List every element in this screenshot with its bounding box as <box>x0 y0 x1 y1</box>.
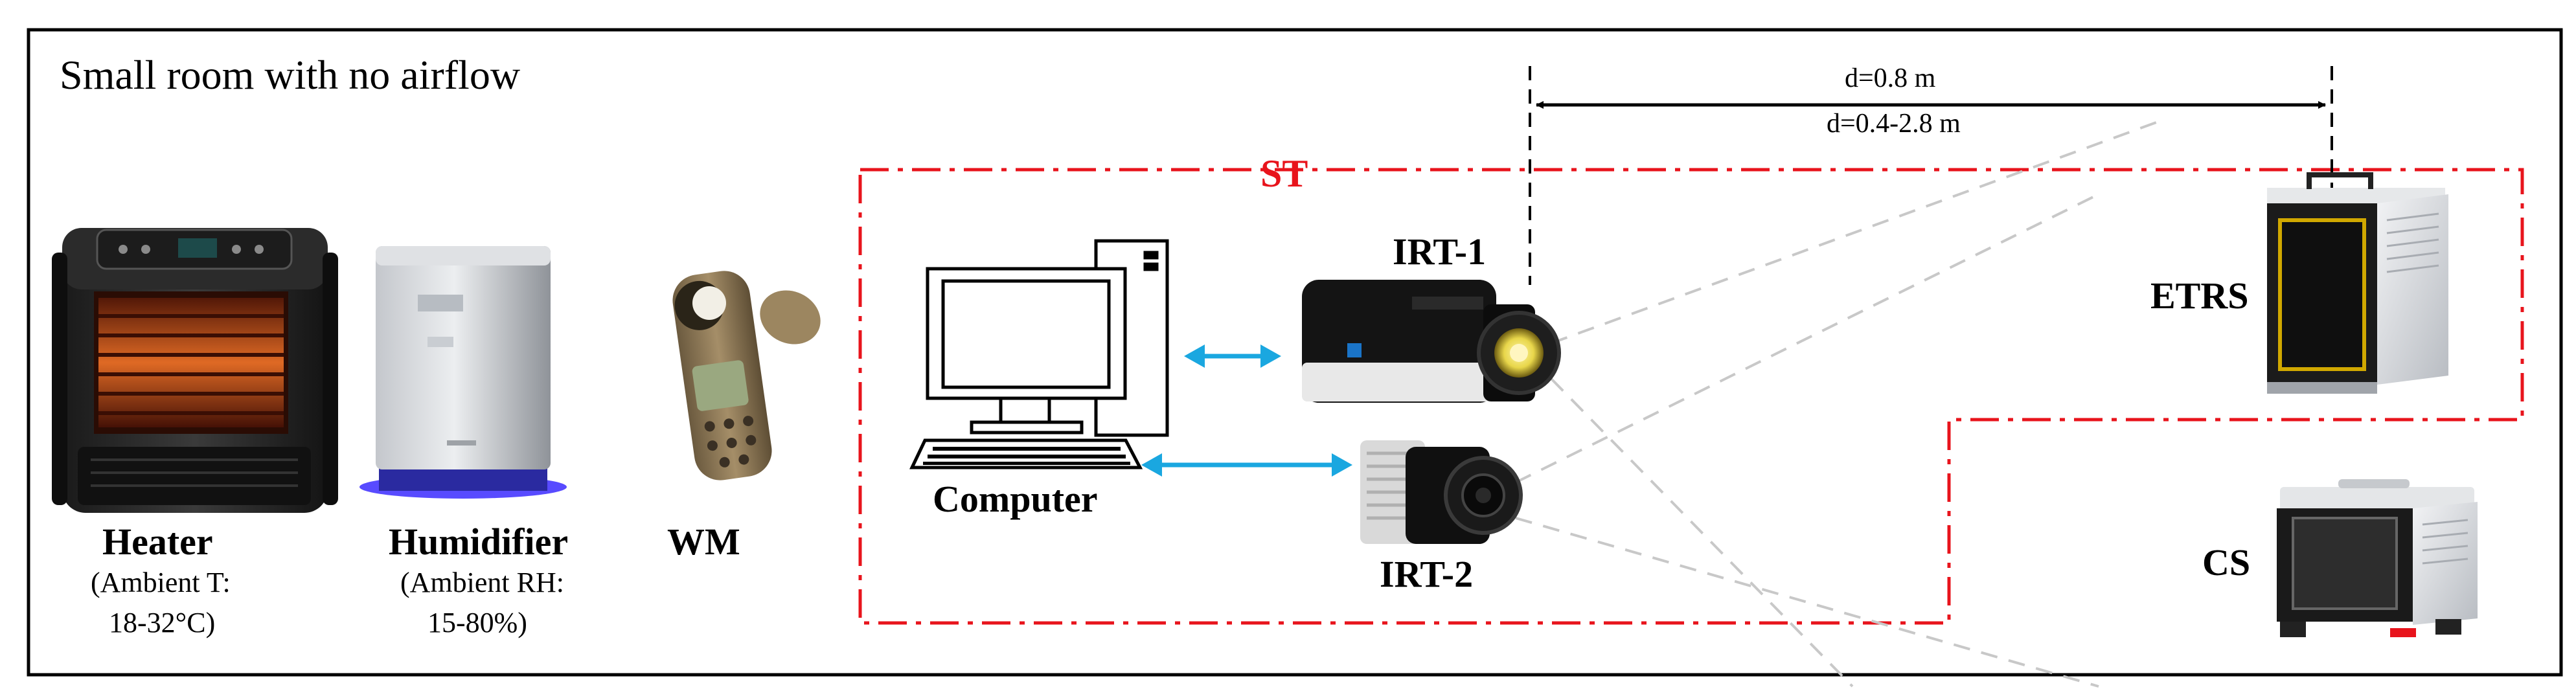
humidifier-label: Humidifier <box>389 521 569 563</box>
st-boundary <box>858 168 2524 625</box>
etrs-image <box>2267 172 2448 394</box>
room-title: Small room with no airflow <box>60 52 521 98</box>
field-of-view-lines <box>1515 119 2164 688</box>
distance-fixed-label: d=0.8 m <box>1845 63 1936 93</box>
computer-label: Computer <box>933 478 1098 520</box>
humidifier-image <box>359 246 567 499</box>
cs-label: CS <box>2202 541 2251 583</box>
weather-meter-image <box>672 271 821 480</box>
heater-image <box>52 228 338 513</box>
etrs-label: ETRS <box>2150 275 2249 317</box>
cs-image <box>2277 479 2478 637</box>
irt1-label: IRT-1 <box>1393 231 1487 273</box>
heater-label: Heater <box>102 521 213 563</box>
data-link-arrows <box>1141 344 1352 477</box>
irt2-label: IRT-2 <box>1380 553 1474 595</box>
computer-keyboard-keys <box>923 447 1130 465</box>
irt2-camera-image <box>1360 440 1523 544</box>
st-label: ST <box>1260 152 1308 195</box>
heater-detail-line2: 18-32°C) <box>109 607 216 638</box>
heater-detail-line1: (Ambient T: <box>91 567 231 598</box>
humidifier-detail-line2: 15-80%) <box>427 607 527 638</box>
irt1-camera-image <box>1302 280 1561 403</box>
wm-label: WM <box>667 521 740 563</box>
humidifier-detail-line1: (Ambient RH: <box>400 567 564 598</box>
distance-range-label: d=0.4-2.8 m <box>1827 109 1961 139</box>
computer-image <box>909 239 1169 469</box>
room-frame <box>27 28 2563 677</box>
